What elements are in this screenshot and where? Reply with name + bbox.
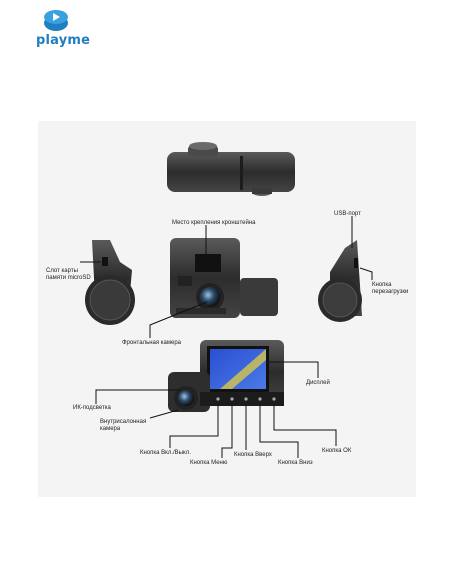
play-logo-icon [44,10,68,31]
leader-lines [80,216,373,458]
label-sd-line2: памяти microSD [46,275,91,281]
label-inner-line2: камера [100,426,121,432]
label-reset-line2: перезагрузки [372,289,409,295]
right-view [318,240,362,322]
label-power: Кнопка Вкл./Выкл. [140,450,191,456]
label-inner-line1: Внутрисалонная [100,419,147,425]
brand-logo [36,8,106,52]
label-ok: Кнопка ОК [322,448,352,454]
label-sd-line1: Слот карты [46,268,78,274]
label-sd: Слот карты памяти microSD [46,268,91,282]
label-up: Кнопка Вверх [234,452,272,458]
label-display: Дисплей [306,380,330,386]
front-view [170,238,278,318]
label-usb: USB-порт [334,211,361,217]
left-view [85,240,135,325]
label-front-camera: Фронтальная камера [122,340,181,346]
label-mount: Место крепления кронштейна [172,220,256,226]
label-down: Кнопка Вниз [278,460,313,466]
rear-view [168,340,284,412]
brand-name: playme [36,33,91,48]
top-view [167,142,295,196]
label-inner-camera: Внутрисалонная камера [100,419,146,433]
label-menu: Кнопка Меню [190,460,228,466]
label-ir: ИК-подсветка [73,405,111,411]
label-reset: Кнопка перезагрузки [372,282,408,296]
label-reset-line1: Кнопка [372,282,392,288]
